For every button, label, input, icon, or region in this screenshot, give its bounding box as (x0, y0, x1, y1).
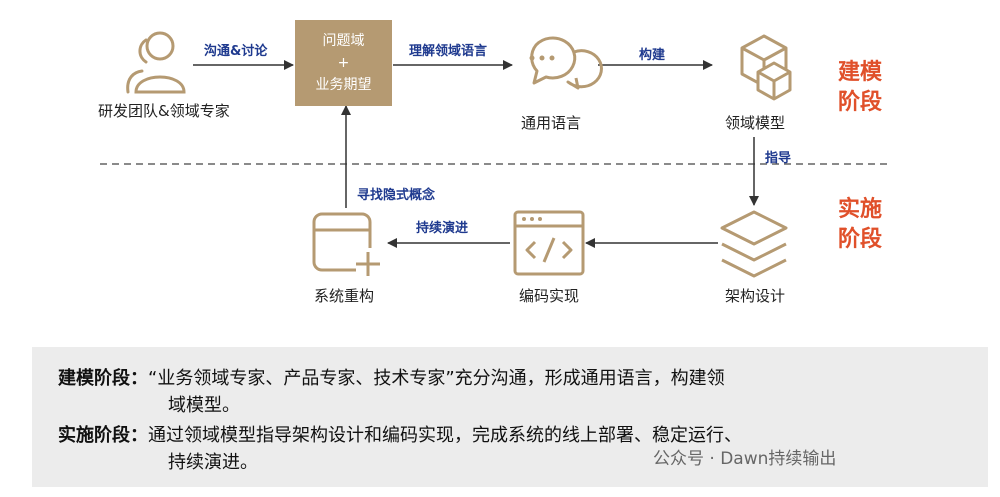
phase-impl-line1: 实施 (838, 197, 883, 222)
desc-impl-text1: 通过领域模型指导架构设计和编码实现，完成系统的线上部署、稳定运行、 (148, 425, 742, 446)
box-line-3: 业务期望 (315, 77, 372, 93)
phase-modeling-line2: 阶段 (838, 90, 883, 115)
phase-implementation: 实施 阶段 (838, 195, 882, 255)
edge-label-understand: 理解领域语言 (409, 44, 488, 59)
chat-bubbles-icon (529, 36, 603, 90)
box-line-1: 问题域 (322, 33, 365, 49)
label-arch: 架构设计 (724, 287, 785, 305)
desc-modeling-line1: 建模阶段：“业务领域专家、产品专家、技术专家”充分沟通，形成通用语言，构建领 (58, 365, 725, 392)
label-team: 研发团队&领域专家 (98, 102, 230, 120)
problem-domain-box: 问题域 + 业务期望 (295, 20, 392, 106)
desc-modeling-text1: “业务领域专家、产品专家、技术专家”充分沟通，形成通用语言，构建领 (148, 368, 725, 389)
people-icon (126, 31, 186, 94)
label-refactor: 系统重构 (313, 287, 374, 305)
layers-icon (720, 210, 788, 278)
footer-watermark: 公众号 · Dawn持续输出 (653, 449, 837, 469)
code-window-icon (513, 210, 585, 276)
desc-impl-line1: 实施阶段：通过领域模型指导架构设计和编码实现，完成系统的线上部署、稳定运行、 (58, 422, 742, 449)
edge-label-evolve: 持续演进 (416, 221, 469, 236)
edge-label-find: 寻找隐式概念 (357, 188, 436, 203)
phase-modeling: 建模 阶段 (838, 58, 882, 118)
box-line-2: + (337, 55, 350, 71)
phase-impl-line2: 阶段 (838, 227, 883, 252)
phase-modeling-line1: 建模 (838, 60, 883, 85)
desc-impl-line2: 持续演进。 (168, 452, 258, 473)
desc-impl-key: 实施阶段： (58, 425, 148, 446)
label-language: 通用语言 (520, 114, 581, 132)
refactor-window-icon (312, 212, 380, 276)
desc-modeling-line2: 域模型。 (168, 395, 240, 416)
desc-modeling-key: 建模阶段： (58, 368, 148, 389)
edge-label-guide: 指导 (765, 151, 792, 166)
edge-label-build: 构建 (639, 48, 666, 63)
description-panel: 建模阶段：“业务领域专家、产品专家、技术专家”充分沟通，形成通用语言，构建领 域… (32, 347, 988, 487)
cube-model-icon (740, 34, 792, 101)
label-model: 领域模型 (724, 114, 785, 132)
edge-label-discuss: 沟通&讨论 (204, 44, 268, 59)
label-code: 编码实现 (518, 287, 579, 305)
